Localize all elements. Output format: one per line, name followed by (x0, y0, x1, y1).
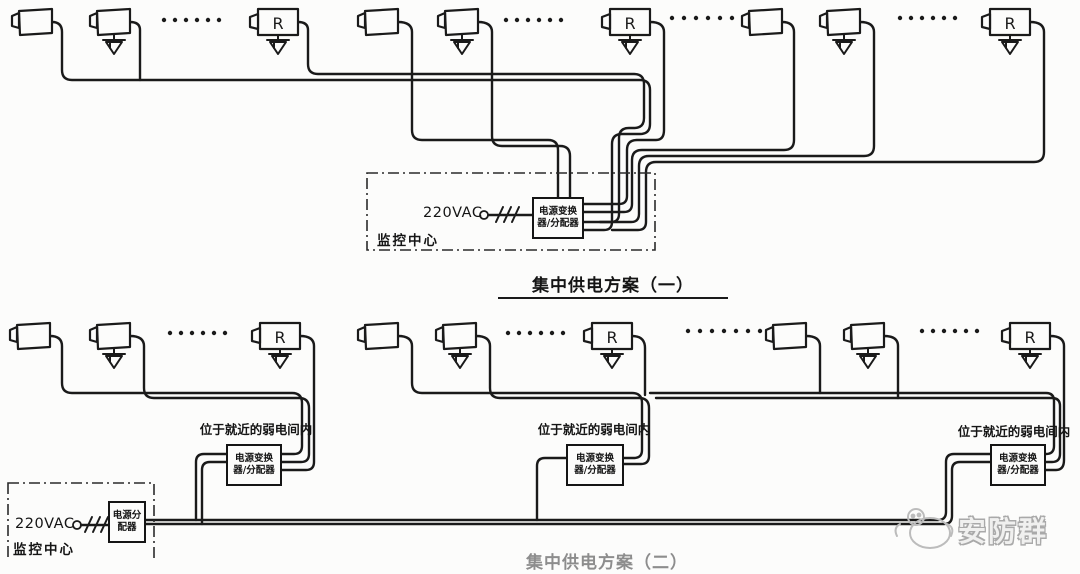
weak-current-room-label: 位于就近的弱电间内 (199, 422, 313, 437)
camera-icon (356, 7, 400, 37)
pan-tilt-mount-icon (102, 348, 126, 369)
converter-label-line1: 电源变换 (998, 452, 1037, 464)
converter-label-line2: 器/分配器 (537, 218, 579, 229)
camera-receiver-icon (250, 321, 302, 351)
source-terminal (479, 210, 489, 220)
converter-label-line2: 器/分配器 (997, 465, 1039, 476)
power-distributor-box: 电源分 配器 (108, 501, 146, 543)
wire (476, 20, 572, 200)
dots-row (167, 330, 228, 336)
camera-icon (818, 7, 862, 37)
camera-icon (356, 321, 400, 351)
tap-wire (194, 452, 228, 522)
pan-tilt-mount-icon (1018, 348, 1042, 369)
wire (598, 20, 876, 224)
ellipsis-dots (161, 15, 980, 336)
tap-wire (200, 460, 228, 526)
bus-wire (648, 391, 1056, 456)
scheme1-wires (50, 20, 1046, 232)
pan-tilt-mount-icon (832, 34, 856, 55)
scheme2-title: 集中供电方案（二） (526, 553, 688, 573)
monitor-center-label: 监控中心 (377, 233, 439, 249)
wire (280, 334, 316, 472)
camera-icon (434, 321, 478, 351)
weak-current-room-label: 位于就近的弱电间内 (537, 422, 651, 437)
camera-receiver-icon (600, 7, 652, 37)
multi-conductor-slashes (495, 206, 520, 223)
watermark-logo-icon (894, 508, 954, 549)
dots-row (503, 17, 564, 23)
camera-receiver-icon (980, 7, 1032, 37)
wire (1044, 334, 1066, 472)
converter-label-line2: 器/分配器 (233, 465, 275, 476)
converter-label-line2: 器/分配器 (574, 465, 616, 476)
pan-tilt-mount-icon (268, 348, 292, 369)
watermark-text: 安防群 (958, 515, 1049, 548)
dots-row (685, 328, 763, 334)
dots-row (161, 17, 222, 23)
camera-icon (88, 321, 132, 351)
power-converter-box: 电源变换 器/分配器 (566, 444, 624, 486)
multi-conductor-slashes (84, 516, 109, 533)
wire (882, 334, 900, 400)
pan-tilt-mount-icon (600, 348, 624, 369)
camera-icon (842, 321, 886, 351)
dots-row (897, 15, 958, 21)
voltage-label: 220VAC (423, 205, 483, 221)
diagram-canvas: R (7, 7, 1066, 559)
scheme2-cameras (8, 321, 1052, 369)
monitor-center-box-top (366, 172, 656, 251)
pan-tilt-mount-icon (448, 348, 472, 369)
pan-tilt-mount-icon (450, 34, 474, 55)
wiring-diagram-page: { "scheme1": { "title": "集中供电方案（一）", "mo… (7, 7, 1071, 573)
wire (582, 20, 796, 214)
camera-icon (10, 7, 54, 37)
camera-icon (740, 7, 784, 37)
converter-label-line1: 电源变换 (538, 205, 577, 217)
converter-label-line1: 电源变换 (234, 452, 273, 464)
converter-label-line1: 电源变换 (575, 452, 614, 464)
wire (630, 334, 647, 397)
camera-icon (764, 321, 808, 351)
camera-icon (436, 7, 480, 37)
pan-tilt-mount-icon (998, 34, 1022, 55)
tap-wire (535, 456, 568, 522)
bus-wire (654, 396, 1062, 464)
power-converter-box: 电源变换 器/分配器 (532, 197, 584, 239)
pan-tilt-mount-icon (618, 34, 642, 55)
scheme1-cameras (10, 7, 1032, 55)
power-converter-box: 电源变换 器/分配器 (990, 444, 1046, 486)
camera-receiver-icon (582, 321, 634, 351)
dots-row (669, 15, 747, 21)
wire (582, 20, 666, 206)
wire (474, 334, 651, 466)
camera-icon (88, 7, 132, 37)
wire (128, 20, 142, 82)
wire (396, 334, 644, 460)
camera-icon (8, 321, 52, 351)
wire (396, 20, 560, 200)
dots-row (505, 330, 566, 336)
camera-receiver-icon (248, 7, 300, 37)
monitor-center-borders (7, 172, 656, 559)
wire (610, 20, 1046, 232)
pan-tilt-mount-icon (856, 348, 880, 369)
wire (48, 334, 304, 456)
voltage-label: 220VAC (15, 516, 75, 532)
wire (804, 334, 822, 395)
power-converter-box: 电源变换 器/分配器 (226, 444, 282, 486)
distributor-label-line1: 电源分 (112, 509, 142, 521)
camera-receiver-icon (1000, 321, 1052, 351)
weak-current-room-label: 位于就近的弱电间内 (957, 424, 1071, 439)
scheme1-title: 集中供电方案（一） (498, 271, 728, 299)
distributor-label-line2: 配器 (117, 522, 137, 533)
dots-row (919, 328, 980, 334)
wire (128, 334, 311, 464)
pan-tilt-mount-icon (266, 34, 290, 55)
pan-tilt-mount-icon (102, 34, 126, 55)
wire (296, 20, 646, 224)
source-terminal (72, 520, 82, 530)
monitor-center-label: 监控中心 (13, 542, 75, 558)
monitor-center-box-bottom (7, 482, 155, 559)
